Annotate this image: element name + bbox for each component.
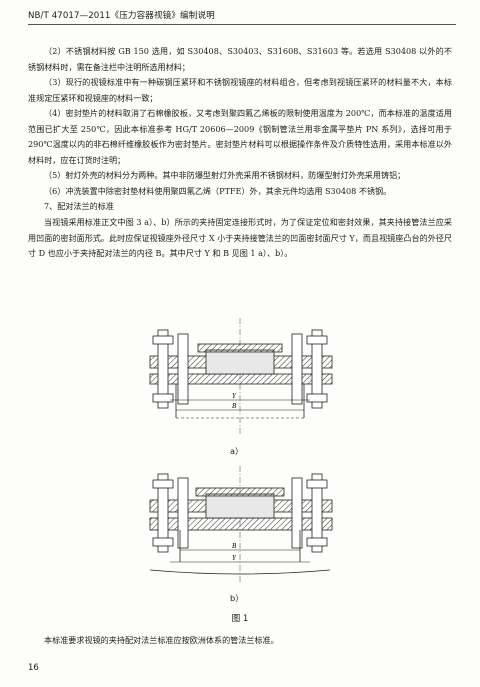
section-heading: 7、配对法兰的标准	[44, 201, 114, 212]
figure-b-dim-b: B	[232, 542, 237, 550]
paragraph-material-6: （6）冲洗装置中除密封垫材料使用聚四氟乙烯（PTFE）外，其余元件均选用 S30…	[44, 185, 392, 196]
figure-a-caption: a）	[230, 446, 244, 456]
figure-a-dim-b: B	[232, 402, 237, 410]
figure-b-dim-y: Y	[232, 554, 237, 562]
figure-b: B Y	[0, 466, 480, 584]
running-header: NB/T 47017—2011《压力容器视镜》编制说明	[28, 11, 215, 21]
paragraph-material-5: （5）射灯外壳的材料分为两种。其中非防爆型射灯外壳采用不锈钢材料，防爆型射灯外壳…	[44, 170, 406, 181]
paragraph-flange: 当视镜采用标准正文中图 3 a）、b）所示的夹持固定连接形式时，为了保证定位和密…	[28, 217, 452, 259]
paragraph-material-4: （4）密封垫片的材料取消了石棉橡胶板，又考虑到聚四氟乙烯板的限制使用温度为 20…	[28, 108, 452, 165]
paragraph-material-2: （2）不锈钢材料按 GB 150 选用，如 S30408、S30403、S316…	[28, 46, 452, 72]
paragraph-material-3: （3）现行的视镜标准中有一种碳钢压紧环和不锈钢视镜座的材料组合，但考虑到视镜压紧…	[28, 77, 452, 103]
figure-b-drawing: B Y	[149, 466, 333, 582]
figure-a-drawing: Y B	[149, 318, 333, 436]
header-rule	[28, 24, 456, 25]
figure-b-caption: b）	[230, 593, 244, 603]
figure-a-dim-y: Y	[232, 392, 237, 400]
figure-a: Y B	[0, 318, 480, 438]
closing-paragraph: 本标准要求视镜的夹持配对法兰标准应按欧洲体系的管法兰标准。	[44, 635, 279, 645]
body-text: （2）不锈钢材料按 GB 150 选用，如 S30408、S30403、S316…	[28, 44, 452, 262]
page-number: 16	[28, 663, 39, 673]
figure-title: 图 1	[231, 614, 249, 624]
